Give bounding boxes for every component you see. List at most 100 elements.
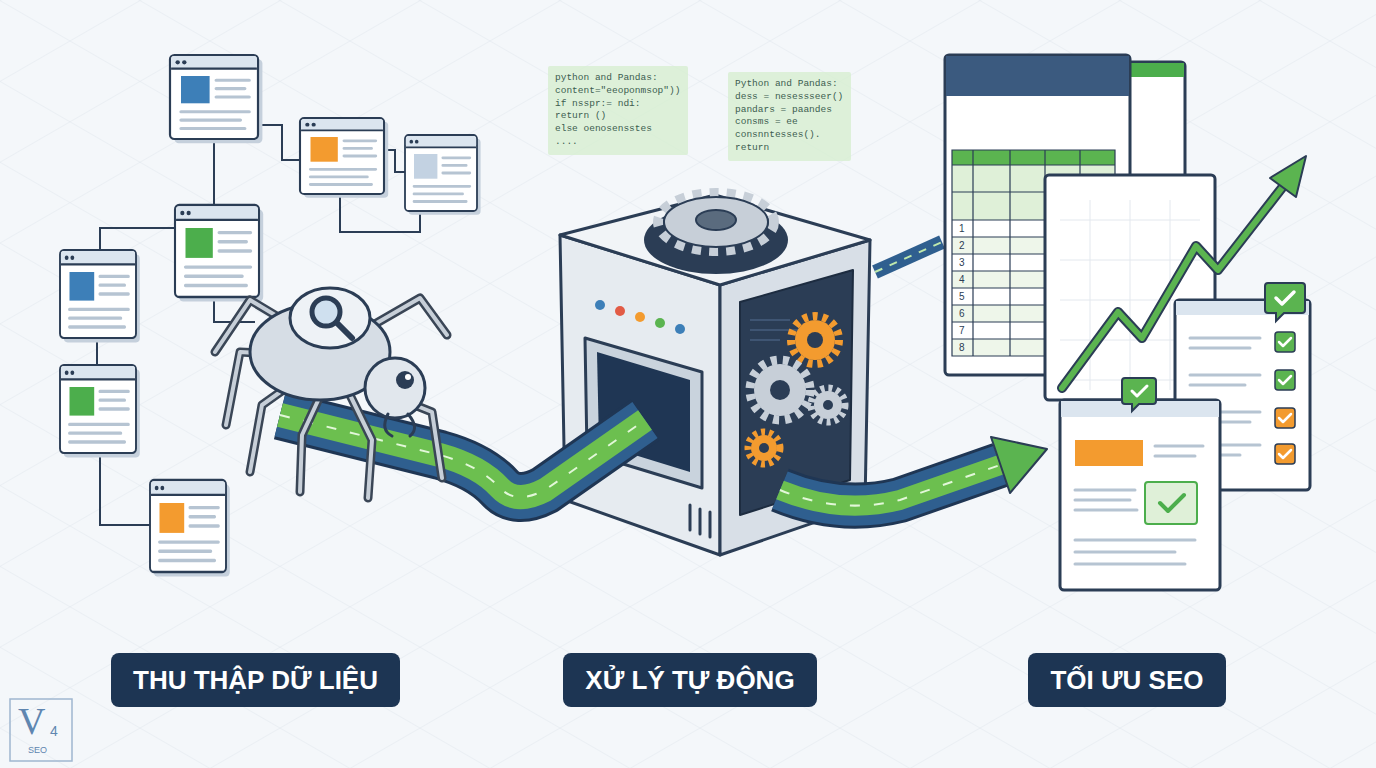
row-number: 3	[959, 257, 965, 269]
row-number: 1	[959, 223, 965, 235]
row-number: 7	[959, 325, 965, 337]
node-text: consnntesses().	[735, 129, 844, 142]
row-number: 4	[959, 274, 965, 286]
node-text: Python and Pandas:	[735, 78, 844, 91]
web-page	[170, 55, 262, 143]
pipe-stream	[780, 465, 1000, 506]
export-stream	[875, 242, 942, 272]
node-text: dess = nesessseer()	[735, 91, 844, 104]
gear-body	[814, 391, 842, 419]
web-page-icon	[60, 250, 140, 342]
pipe-outline	[280, 415, 645, 497]
web-page-icon	[300, 118, 388, 198]
status-dot	[615, 306, 625, 316]
row-number: 6	[959, 308, 965, 320]
page-image	[186, 228, 213, 258]
data-pipe	[280, 415, 645, 497]
top-gear-body	[664, 197, 768, 247]
page-image	[70, 387, 95, 416]
check-bubble	[1122, 378, 1156, 411]
report-window	[1060, 400, 1220, 590]
code-panel: python and Pandas:content="eeoponmsop"))…	[548, 66, 688, 155]
node-text: python and Pandas:	[555, 72, 681, 85]
gear-hole	[807, 332, 823, 348]
status-dot	[635, 312, 645, 322]
pipe-stream	[280, 415, 645, 497]
web-page	[300, 118, 388, 198]
trend-arrowhead	[1270, 156, 1306, 197]
node-text: if nsspr:= ndi:	[555, 98, 681, 111]
web-page-icon	[60, 365, 140, 457]
watermark-text: SEO	[28, 745, 47, 755]
node-text: else oenosensstes	[555, 123, 681, 136]
node-text: XỬ LÝ TỰ ĐỘNG	[585, 665, 795, 695]
report-check-box	[1145, 482, 1197, 524]
export-dashes	[875, 242, 942, 272]
gear-hole	[770, 380, 790, 400]
gear-teeth	[750, 360, 810, 420]
web-page	[60, 250, 140, 342]
spider-dome	[290, 288, 370, 348]
node-text: return	[735, 142, 844, 155]
report-highlight	[1075, 440, 1143, 466]
gear-hole	[759, 443, 769, 453]
web-page	[175, 205, 263, 302]
gear	[748, 432, 780, 464]
gear-teeth	[748, 432, 780, 464]
spider-eye	[396, 371, 414, 389]
top-gear-teeth	[658, 193, 774, 251]
node-text: consms = ee	[735, 116, 844, 129]
web-page	[150, 480, 230, 577]
cube-vents	[690, 505, 710, 537]
output-arrowhead	[991, 437, 1047, 493]
gear-body	[795, 320, 835, 360]
top-gear-hole	[696, 210, 736, 230]
gear-teeth	[791, 316, 839, 364]
spider-head	[365, 358, 425, 418]
gear-body	[754, 364, 806, 416]
gear-hole	[823, 400, 833, 410]
pipe-outline	[780, 465, 1000, 506]
eye-highlight	[405, 374, 411, 380]
web-page-icon	[405, 135, 481, 215]
sheet-header	[946, 56, 1129, 96]
magnifier-handle	[337, 323, 352, 338]
gear-teeth	[811, 388, 845, 422]
row-number: 2	[959, 240, 965, 252]
node-text: content="eeoponmsop"))	[555, 85, 681, 98]
pipe-body	[780, 465, 1000, 506]
crawler-spider	[215, 288, 447, 498]
web-page-icon	[150, 480, 230, 577]
spider-fangs	[385, 414, 415, 436]
watermark-text: V	[18, 702, 45, 740]
stage-label-box: THU THẬP DỮ LIỆU	[111, 653, 400, 707]
pipe-data-dashes	[280, 415, 645, 497]
gear	[811, 388, 845, 422]
gear	[791, 316, 839, 364]
page-image	[414, 154, 437, 179]
web-page	[60, 365, 140, 457]
node-text: pandars = paandes	[735, 104, 844, 117]
sheet-column-bar	[952, 150, 1115, 165]
node-text: ....	[555, 136, 681, 149]
cube-top-face	[560, 195, 870, 285]
page-image	[311, 137, 338, 162]
web-page	[405, 135, 481, 215]
status-dot	[595, 300, 605, 310]
watermark-frame	[10, 699, 72, 761]
status-dot	[655, 318, 665, 328]
bubble-check	[1276, 292, 1294, 304]
gear	[750, 360, 810, 420]
stage-label-box: XỬ LÝ TỰ ĐỘNG	[563, 653, 817, 707]
pipe-body	[280, 415, 645, 497]
code-panel: Python and Pandas:dess = nesessseer()pan…	[728, 72, 851, 161]
bubble-check	[1132, 386, 1147, 396]
report-lines	[1075, 446, 1203, 564]
cube-left-face	[560, 235, 720, 555]
page-image	[181, 76, 210, 103]
status-dot	[675, 324, 685, 334]
